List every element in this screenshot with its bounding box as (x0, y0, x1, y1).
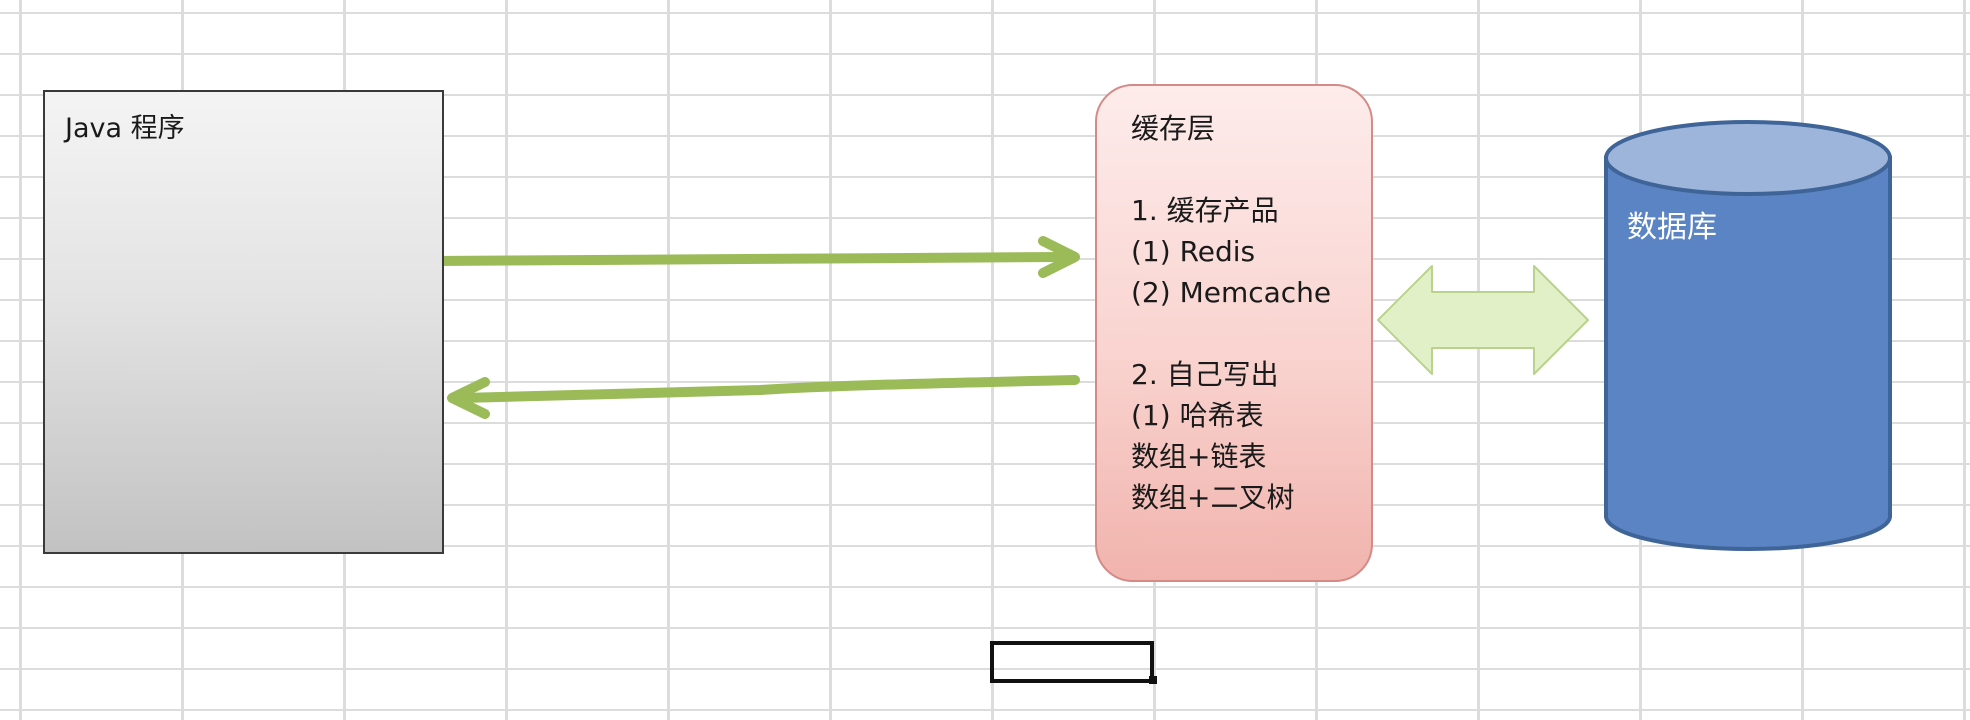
cache-layer-blank-line (1131, 149, 1371, 190)
cache-product-memcache: (2) Memcache (1131, 276, 1332, 309)
cache-layer-blank-line (1131, 313, 1371, 354)
selected-cell[interactable] (990, 641, 1154, 683)
fill-handle[interactable] (1149, 676, 1157, 684)
java-program-box[interactable]: Java 程序 (43, 90, 444, 554)
custom-cache-hashtable: (1) 哈希表 (1131, 399, 1264, 432)
response-arrow-head (447, 377, 490, 419)
cache-db-double-arrow[interactable] (1377, 265, 1589, 375)
request-arrow-head (1038, 236, 1080, 278)
cache-products-heading: 1. 缓存产品 (1131, 194, 1279, 227)
response-arrow-line[interactable] (458, 375, 1080, 403)
database-cylinder[interactable] (1604, 120, 1892, 551)
custom-cache-array-binarytree: 数组+二叉树 (1131, 481, 1295, 514)
database-cylinder-body (1604, 156, 1892, 551)
request-arrow-line[interactable] (430, 252, 1068, 266)
cache-layer-title: 缓存层 (1131, 112, 1216, 145)
custom-cache-array-linkedlist: 数组+链表 (1131, 440, 1267, 473)
database-cylinder-top (1604, 120, 1892, 196)
cache-product-redis: (1) Redis (1131, 235, 1256, 268)
custom-cache-heading: 2. 自己写出 (1131, 358, 1279, 391)
cache-layer-box[interactable]: 缓存层 1. 缓存产品 (1) Redis (2) Memcache 2. 自己… (1095, 84, 1373, 582)
java-program-label: Java 程序 (65, 113, 185, 144)
database-label: 数据库 (1627, 210, 1717, 245)
